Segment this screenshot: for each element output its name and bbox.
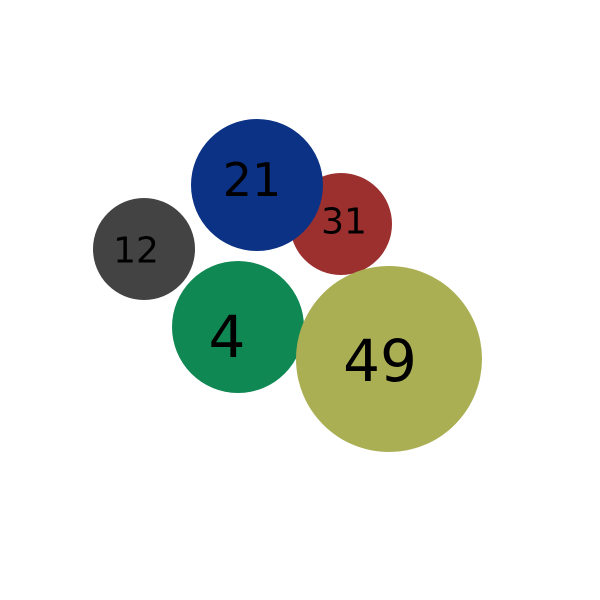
bubble-21-label: 21 [223,153,282,207]
bubble-4-label: 4 [209,303,246,371]
bubble-4-circle [172,261,304,393]
bubble-49-label: 49 [343,327,417,395]
bubble-12-circle [93,198,195,300]
bubble-49: 49 [296,266,482,452]
bubble-12-label: 12 [113,231,159,272]
bubble-4: 4 [172,261,304,393]
bubble-31-label: 31 [321,202,367,243]
bubble-21: 21 [191,119,323,251]
bubble-12: 12 [93,198,195,300]
bubble-49-circle [296,266,482,452]
bubble-21-circle [191,119,323,251]
